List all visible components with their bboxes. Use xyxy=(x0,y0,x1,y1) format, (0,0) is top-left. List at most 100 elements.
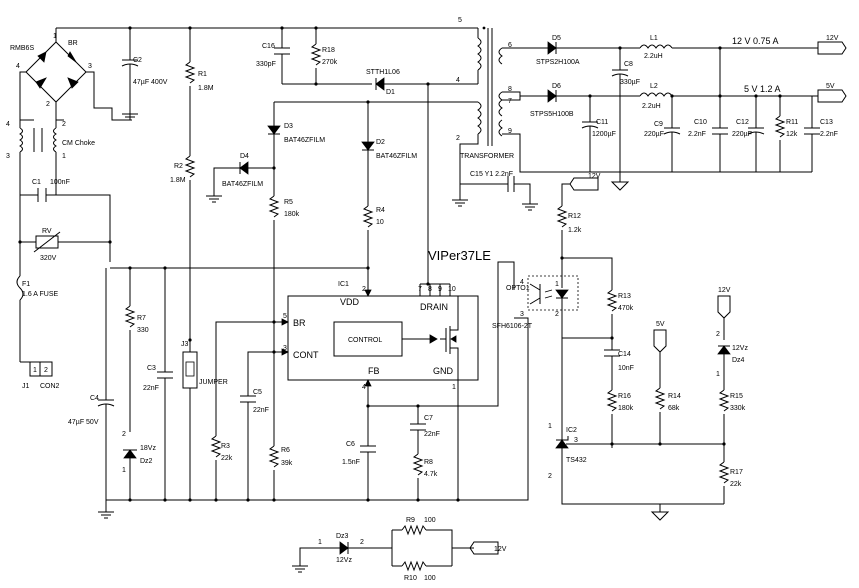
net-12v-fb: 12V xyxy=(588,173,601,180)
connector-j1: 1 2 J1 CON2 xyxy=(20,361,60,390)
c2-value: 47µF 400V xyxy=(133,79,168,86)
d1-part: STTH1L06 xyxy=(366,69,400,76)
r17-value: 22k xyxy=(730,481,742,488)
l1-ref: L1 xyxy=(650,35,658,42)
viper-chip: VIPer37LE VDD DRAIN BR CONT FB GND 5 3 2… xyxy=(278,84,491,500)
r6-ref: R6 xyxy=(281,447,290,454)
transformer: 5 4 2 6 8 7 9 TRANSFORMER xyxy=(452,17,514,207)
ic2-pin-1: 1 xyxy=(548,423,552,430)
pin-br: BR xyxy=(293,318,306,328)
bridge-name: BR xyxy=(68,40,78,47)
c3-ref: C3 xyxy=(147,365,156,372)
dz2-value: 18Vz xyxy=(140,445,156,452)
pin-num-fb: 4 xyxy=(362,384,366,391)
secondary-12v: 12V D5 STPS2H100A L1 2.2uH 12 V 0.75 A C… xyxy=(502,35,847,172)
y-capacitor: C15 Y1 2.2nF xyxy=(460,171,538,211)
r7-ref: R7 xyxy=(137,315,146,322)
c6-value: 1.5nF xyxy=(342,459,360,466)
choke-pin-1: 1 xyxy=(62,153,66,160)
tx-pin-4: 4 xyxy=(456,77,460,84)
ic2-ref: IC2 xyxy=(566,427,577,434)
d3-ref: D3 xyxy=(284,123,293,130)
net-5v-out: 5V xyxy=(826,83,835,90)
snubber: C16 330pF R18 270k STTH1L06 D1 xyxy=(256,28,478,96)
j1-pin-2: 2 xyxy=(44,367,48,374)
r4-value: 10 xyxy=(376,219,384,226)
l2-value: 2.2uH xyxy=(642,103,661,110)
r1-r2-chain: R1 1.8M R2 1.8M xyxy=(170,28,214,352)
l1-value: 2.2uH xyxy=(644,53,663,60)
choke-name: CM Choke xyxy=(62,140,95,147)
dz4-ref: Dz4 xyxy=(732,357,745,364)
r14-ref: R14 xyxy=(668,393,681,400)
r5-ref: R5 xyxy=(284,199,293,206)
opto-pin-3: 3 xyxy=(520,311,524,318)
d5-part: STPS2H100A xyxy=(536,59,580,66)
r9-ref: R9 xyxy=(406,517,415,524)
c13-value: 2.2nF xyxy=(820,131,838,138)
r15-value: 330k xyxy=(730,405,746,412)
r12-value: 1.2k xyxy=(568,227,582,234)
j1-name: CON2 xyxy=(40,383,60,390)
net-5v-sense: 5V xyxy=(656,321,665,328)
r1-ref: R1 xyxy=(198,71,207,78)
dz4-pin-1: 1 xyxy=(716,371,720,378)
c5-value: 22nF xyxy=(253,407,269,414)
net-12v-out: 12V xyxy=(826,35,839,42)
c1-ref: C1 xyxy=(32,179,41,186)
chip-name: VIPer37LE xyxy=(428,248,491,263)
jumper-j3[interactable]: J3 JUMPER xyxy=(181,338,228,500)
bridge-rectifier: RMB6S BR 4 3 2 1 xyxy=(10,33,131,121)
choke-pin-3: 3 xyxy=(6,153,10,160)
r18-ref: R18 xyxy=(322,47,335,54)
opto-pin-1: 1 xyxy=(555,281,559,288)
tx-pin-2: 2 xyxy=(456,135,460,142)
fuse-value: 1.6 A FUSE xyxy=(22,291,59,298)
dz3-pin-1: 1 xyxy=(318,539,322,546)
c16-value: 330pF xyxy=(256,61,276,68)
c1-value: 100nF xyxy=(50,179,70,186)
c2-ref: C2 xyxy=(133,57,142,64)
dz2-pin-1: 1 xyxy=(122,467,126,474)
c16-ref: C16 xyxy=(262,43,275,50)
capacitor-c2: C2 47µF 400V xyxy=(121,28,168,121)
ic2-pin-3: 3 xyxy=(574,437,578,444)
dz4-value: 12Vz xyxy=(732,345,748,352)
tx-pin-7: 7 xyxy=(508,98,512,105)
bridge-pin-1: 1 xyxy=(53,33,57,40)
fb-network: C6 1.5nF C7 22nF R8 4.7k xyxy=(342,261,529,501)
d6-ref: D6 xyxy=(552,83,561,90)
l2-ref: L2 xyxy=(650,83,658,90)
tx-pin-8: 8 xyxy=(508,86,512,93)
bridge-pin-3: 3 xyxy=(88,63,92,70)
c5-ref: C5 xyxy=(253,389,262,396)
d3-part: BAT46ZFILM xyxy=(284,137,325,144)
c13-ref: C13 xyxy=(820,119,833,126)
r1-value: 1.8M xyxy=(198,85,214,92)
c11-ref: C11 xyxy=(596,119,608,126)
dz3-value: 12Vz xyxy=(336,557,352,564)
out12-label: 12 V 0.75 A xyxy=(732,36,779,46)
bridge-pin-2: 2 xyxy=(46,101,50,108)
r13-value: 470k xyxy=(618,305,634,312)
choke-pin-4: 4 xyxy=(6,121,10,128)
d5-ref: D5 xyxy=(552,35,561,42)
r11-value: 12k xyxy=(786,131,798,138)
d2-part: BAT46ZFILM xyxy=(376,153,417,160)
pin-cont: CONT xyxy=(293,350,319,360)
r4-ref: R4 xyxy=(376,207,385,214)
r9-value: 100 xyxy=(424,517,436,524)
hv-bus xyxy=(55,26,478,42)
r5-value: 180k xyxy=(284,211,300,218)
ic1-ref: IC1 xyxy=(338,281,349,288)
pin-num-gnd: 1 xyxy=(452,384,456,391)
br-cont-network: R3 22k C5 22nF D3 BAT46ZFILM R5 180k R6 … xyxy=(206,101,478,500)
j3-ref: J3 xyxy=(181,341,189,348)
j3-name: JUMPER xyxy=(199,379,228,386)
c3-value: 22nF xyxy=(143,385,159,392)
c4-ref: C4 xyxy=(90,395,99,402)
pin-drain: DRAIN xyxy=(420,302,448,312)
c8-ref: C8 xyxy=(624,61,633,68)
input-filter: C1 100nF RV 320V F1 1.6 A FUSE xyxy=(16,176,112,362)
